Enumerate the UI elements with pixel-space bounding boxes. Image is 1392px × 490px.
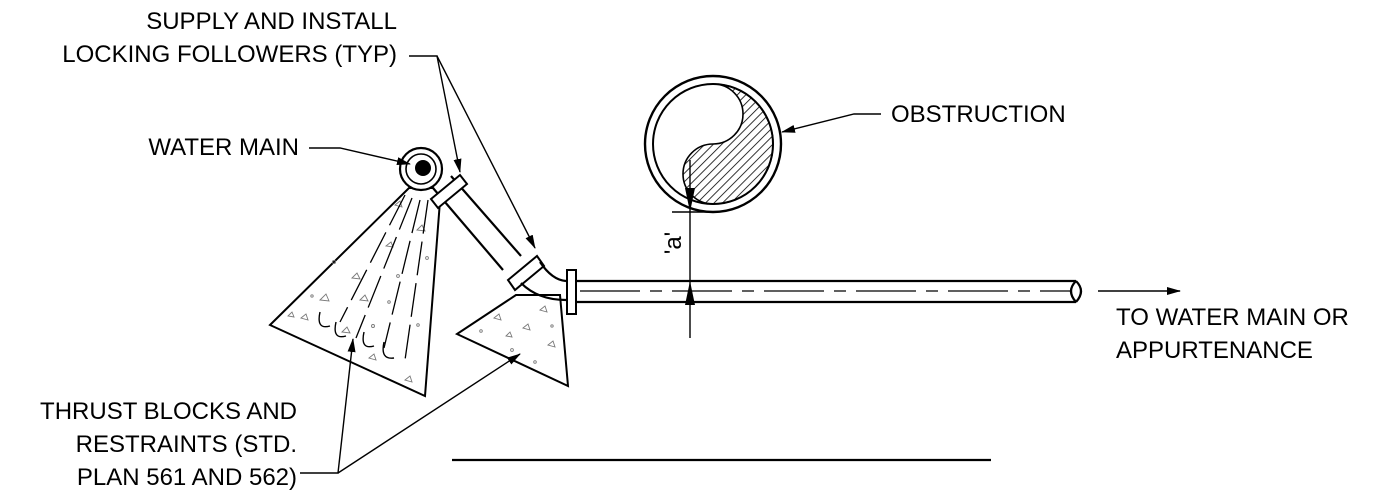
followers-label-line2: LOCKING FOLLOWERS (TYP) bbox=[62, 41, 397, 68]
diagonal-offset-pipe bbox=[429, 173, 546, 292]
to-water-main-label-line2: APPURTENANCE bbox=[1116, 337, 1313, 364]
water-main-section bbox=[398, 146, 444, 192]
clearance-dimension-label: 'a' bbox=[660, 232, 687, 255]
leader-lines bbox=[300, 55, 1181, 474]
thrust-block-left bbox=[268, 187, 443, 398]
water-main-label: WATER MAIN bbox=[148, 134, 299, 161]
locking-follower-upper bbox=[429, 173, 469, 210]
thrust-blocks-label-line2: RESTRAINTS (STD. bbox=[76, 431, 297, 458]
followers-label-line1: SUPPLY AND INSTALL bbox=[146, 8, 397, 35]
clearance-dimension bbox=[672, 160, 712, 338]
horizontal-pipe bbox=[566, 269, 1083, 315]
obstruction-label: OBSTRUCTION bbox=[891, 101, 1066, 128]
to-water-main-label-line1: TO WATER MAIN OR bbox=[1116, 304, 1349, 331]
thrust-block-right bbox=[454, 294, 570, 388]
obstruction-pipe bbox=[643, 74, 783, 214]
thrust-blocks-label-line3: PLAN 561 AND 562) bbox=[77, 464, 297, 490]
locking-follower-horizontal bbox=[566, 269, 577, 315]
pipe-bend bbox=[520, 282, 567, 302]
thrust-blocks-label-line1: THRUST BLOCKS AND bbox=[40, 398, 297, 425]
